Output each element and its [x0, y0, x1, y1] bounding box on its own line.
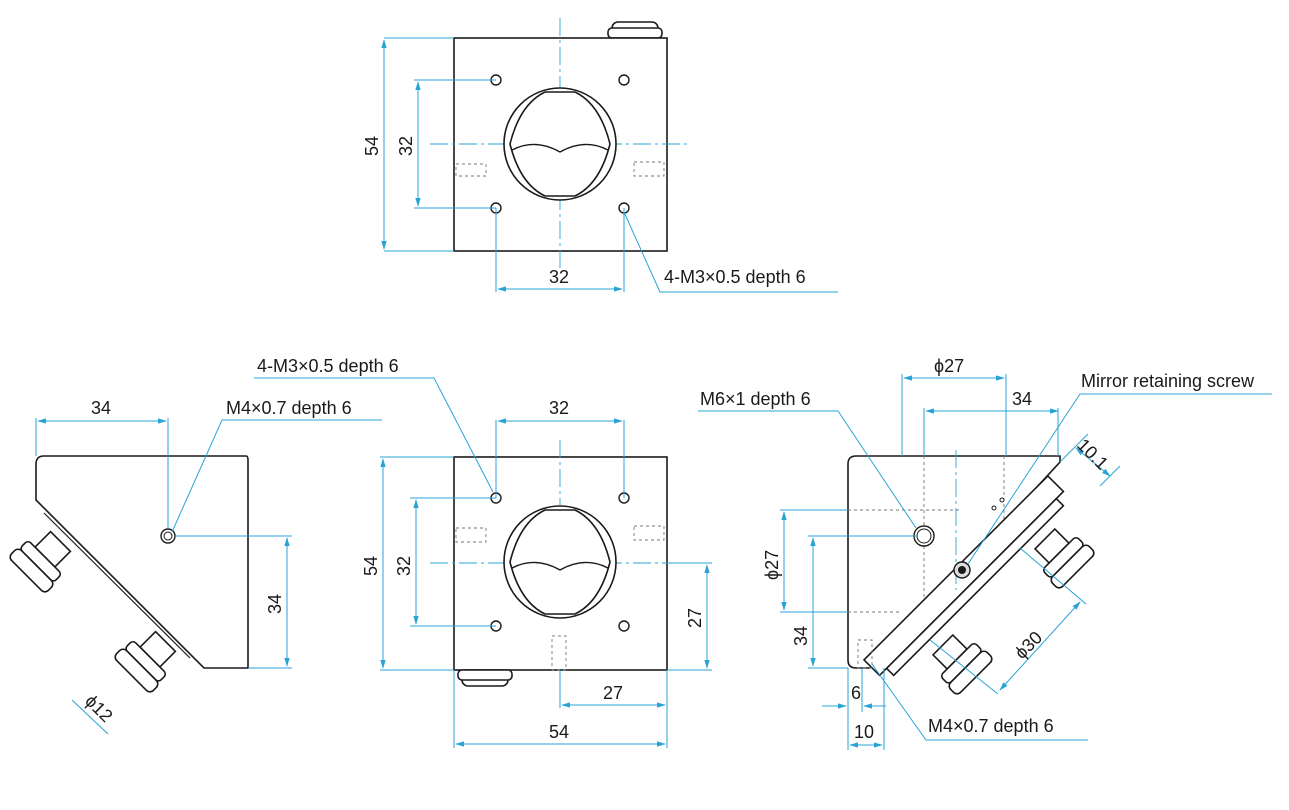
front-width-dim: 54: [549, 722, 569, 742]
left-tap-hole: [160, 528, 176, 544]
front-view: 4-M3×0.5 depth 6 32 54 32 27 27 54: [254, 356, 712, 748]
front-center-offset: 27: [603, 683, 623, 703]
front-hole-pitch-v: 32: [394, 556, 414, 576]
right-thread-note: M6×1 depth 6: [700, 389, 811, 409]
right-knob-lower: [931, 633, 993, 695]
right-offset-10: 10: [854, 722, 874, 742]
front-center-height: 27: [685, 608, 705, 628]
left-width-dim: 34: [91, 398, 111, 418]
top-height-dim: 54: [362, 136, 382, 156]
front-hole-pitch-h: 32: [549, 398, 569, 418]
left-knob-upper: [9, 530, 72, 593]
left-side-view: 34 34 ϕ12 M4×0.7 depth 6: [9, 398, 382, 735]
right-body: [847, 455, 1061, 669]
right-aperture-dia: ϕ27: [762, 550, 782, 580]
left-tap-note: M4×0.7 depth 6: [226, 398, 352, 418]
front-tap-note: 4-M3×0.5 depth 6: [257, 356, 399, 376]
right-offset-6: 6: [851, 683, 861, 703]
left-knob-dia: ϕ12: [81, 691, 116, 726]
right-depth-dim: 34: [1012, 389, 1032, 409]
right-base-height: 34: [791, 626, 811, 646]
front-height-dim: 54: [361, 556, 381, 576]
right-side-view: ϕ27 34 M6×1 depth 6 Mirror retaining scr…: [698, 356, 1272, 750]
top-hole-pitch-h: 32: [549, 267, 569, 287]
left-body: [35, 455, 249, 669]
left-knob-lower: [114, 630, 177, 693]
top-hole-pitch-v: 32: [396, 136, 416, 156]
right-bottom-tap-note: M4×0.7 depth 6: [928, 716, 1054, 736]
top-tap-note: 4-M3×0.5 depth 6: [664, 267, 806, 287]
left-height-dim: 34: [265, 594, 285, 614]
right-mount-dia: ϕ30: [1011, 627, 1046, 662]
top-view: 54 32 32 4-M3×0.5 depth 6: [362, 18, 838, 293]
right-knob-upper: [1033, 527, 1095, 589]
right-thickness-dim: 10.1: [1073, 435, 1112, 474]
right-retaining-note: Mirror retaining screw: [1081, 371, 1255, 391]
right-mirror-dia: ϕ27: [934, 356, 964, 376]
